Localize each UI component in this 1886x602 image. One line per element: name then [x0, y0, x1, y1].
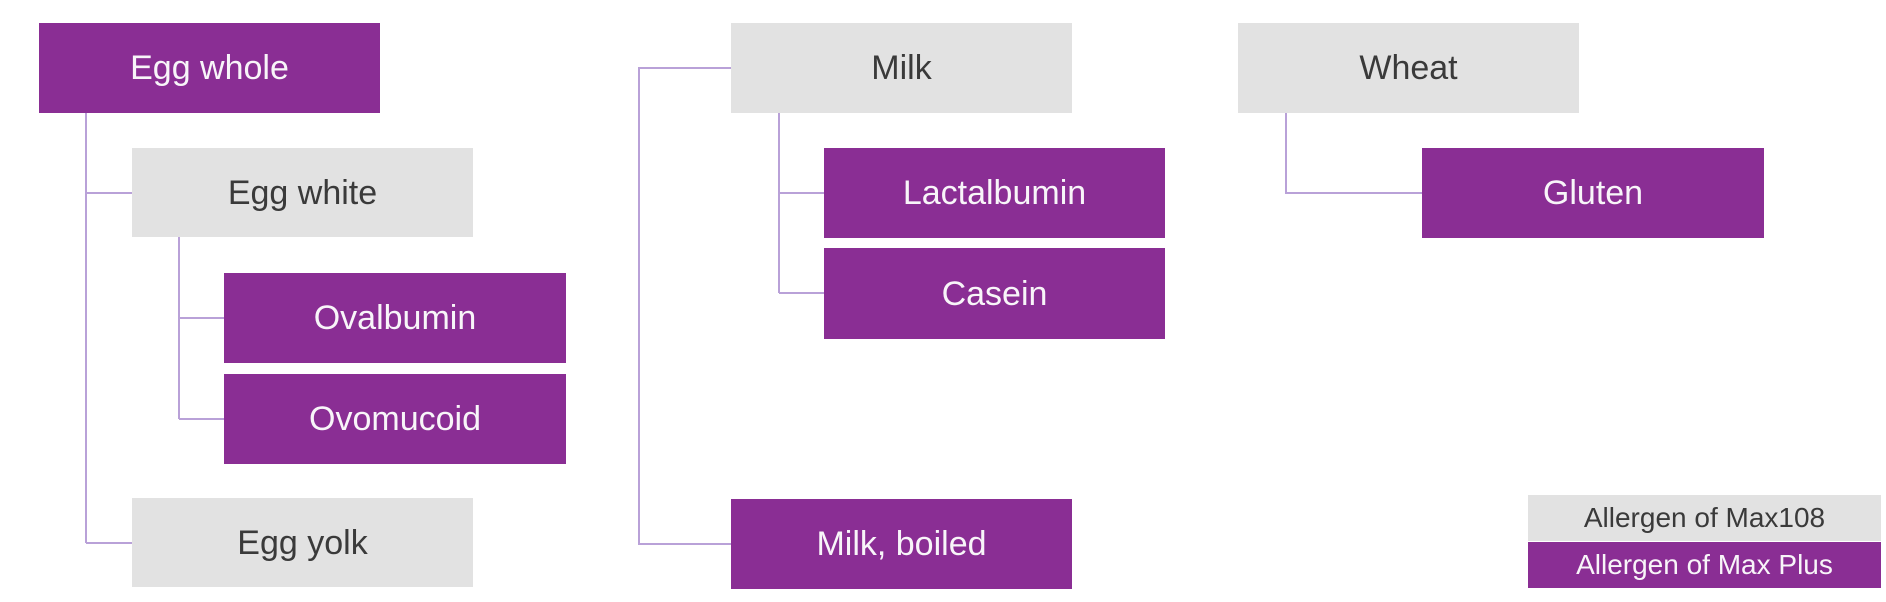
connector-to-milk-boiled: [638, 67, 731, 545]
legend: Allergen of Max108 Allergen of Max Plus: [1528, 495, 1881, 588]
node-ovalbumin[interactable]: Ovalbumin: [224, 273, 566, 363]
node-wheat[interactable]: Wheat: [1238, 23, 1579, 113]
legend-item-max108: Allergen of Max108: [1528, 495, 1881, 541]
node-egg-whole[interactable]: Egg whole: [39, 23, 380, 113]
node-gluten[interactable]: Gluten: [1422, 148, 1764, 238]
connector-to-gluten: [1285, 113, 1422, 194]
node-milk-boiled[interactable]: Milk, boiled: [731, 499, 1072, 589]
node-milk[interactable]: Milk: [731, 23, 1072, 113]
node-ovomucoid[interactable]: Ovomucoid: [224, 374, 566, 464]
legend-item-max-plus: Allergen of Max Plus: [1528, 542, 1881, 588]
node-egg-yolk[interactable]: Egg yolk: [132, 498, 473, 587]
node-lactalbumin[interactable]: Lactalbumin: [824, 148, 1165, 238]
node-egg-white[interactable]: Egg white: [132, 148, 473, 237]
node-casein[interactable]: Casein: [824, 248, 1165, 339]
